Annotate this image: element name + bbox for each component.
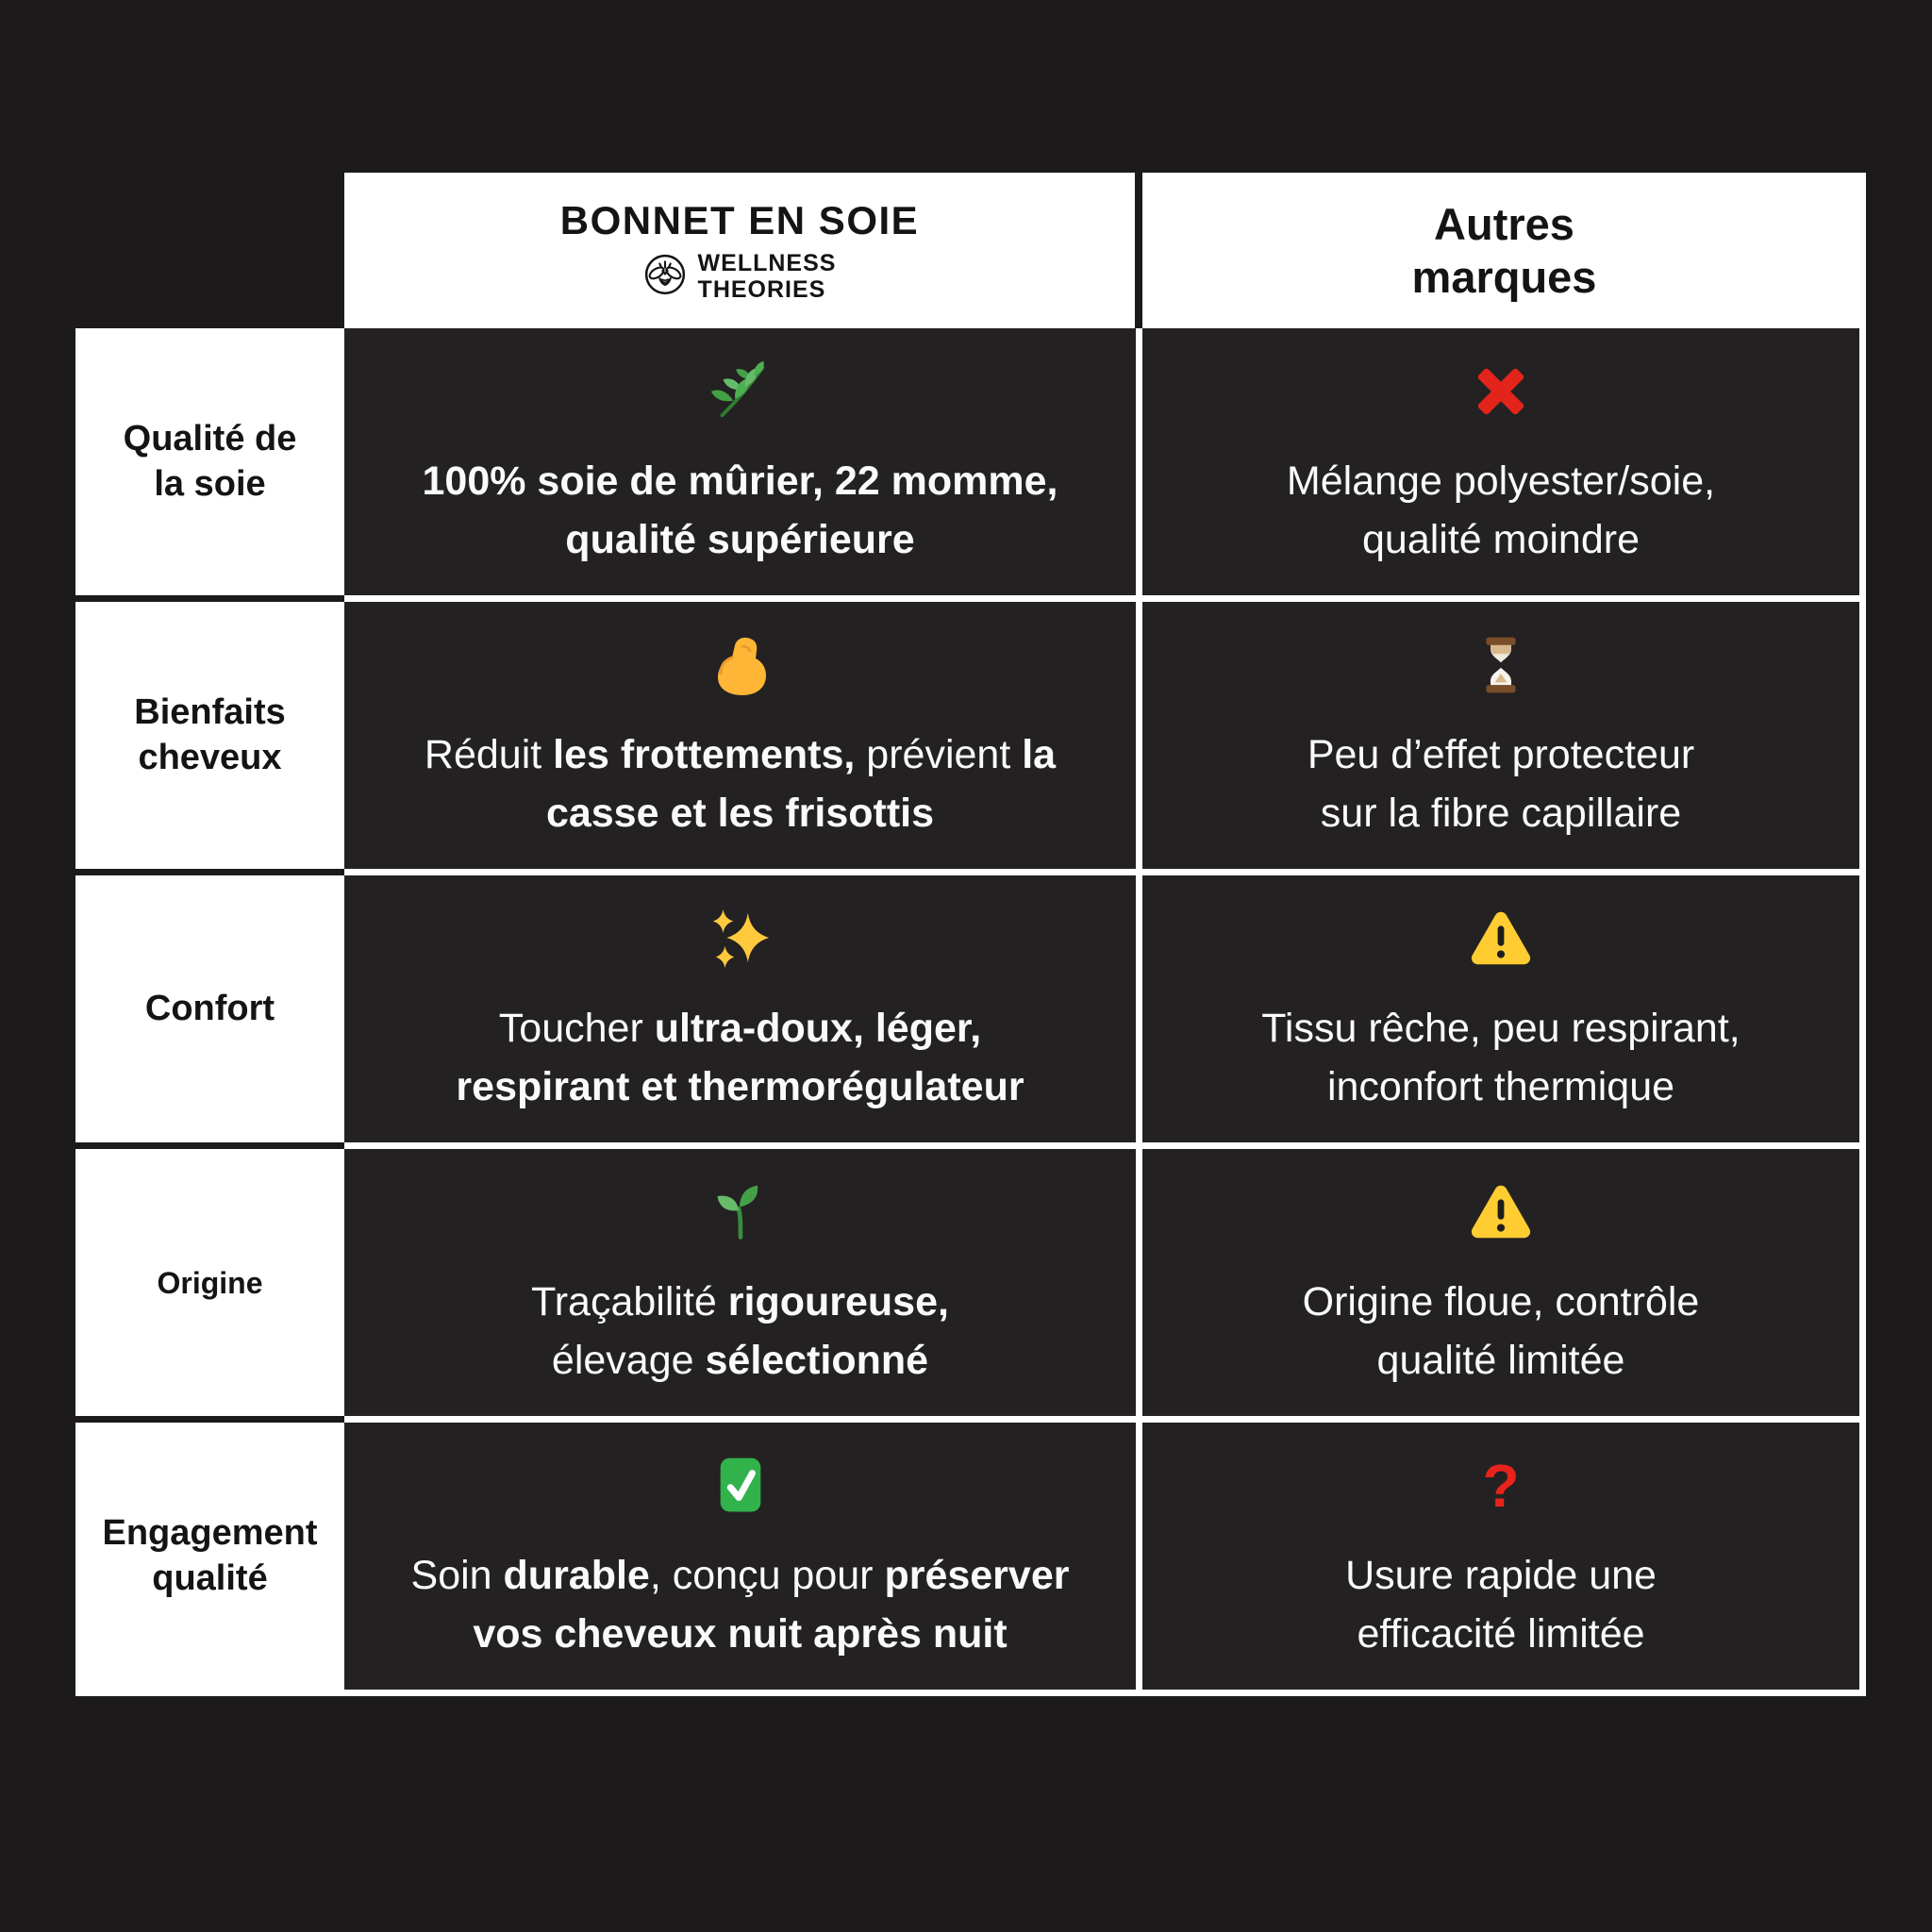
row-label-origine: Origine: [75, 1149, 344, 1423]
flexed-biceps-icon: [707, 628, 774, 702]
row-label-bienfaits-cheveux: Bienfaits cheveux: [75, 602, 344, 875]
cell-text: Soin durable, conçu pour préserver vos c…: [410, 1553, 1070, 1657]
brand-value-cell: Réduit les frottements, prévient la cass…: [344, 602, 1142, 875]
brand-wordmark: WELLNESS THEORIES: [697, 250, 837, 303]
red-question-glyph: ?: [1482, 1452, 1520, 1521]
cell-text: Mélange polyester/soie, qualité moindre: [1286, 458, 1716, 562]
other-value-cell: Tissu rêche, peu respirant, inconfort th…: [1142, 875, 1866, 1149]
cell-text: Toucher ultra-doux, léger, respirant et …: [456, 1006, 1024, 1109]
other-header-line1: Autres: [1434, 199, 1574, 250]
check-mark-icon: [710, 1449, 771, 1523]
other-header-cell: Autres marques: [1142, 173, 1866, 328]
comparison-table: BONNET EN SOIE WELLNESS THEORIES: [75, 173, 1866, 1696]
row-label-qualite-soie: Qualité de la soie: [75, 328, 344, 602]
cell-text: Peu d’effet protecteur sur la fibre capi…: [1307, 732, 1695, 836]
wordmark-line2: THEORIES: [697, 275, 826, 303]
sparkles-icon: [708, 902, 774, 975]
seedling-icon: [708, 1175, 773, 1249]
brand-value-cell: Soin durable, conçu pour préserver vos c…: [344, 1423, 1142, 1696]
other-header-line2: marques: [1411, 251, 1597, 302]
other-value-cell: Mélange polyester/soie, qualité moindre: [1142, 328, 1866, 602]
other-value-cell: Peu d’effet protecteur sur la fibre capi…: [1142, 602, 1866, 875]
brand-value-cell: Traçabilité rigoureuse, élevage sélectio…: [344, 1149, 1142, 1423]
row-label-confort: Confort: [75, 875, 344, 1149]
other-header-title: Autres marques: [1412, 198, 1597, 303]
cell-text: Tissu rêche, peu respirant, inconfort th…: [1261, 1006, 1740, 1109]
herb-icon: [708, 355, 774, 428]
brand-header-title: BONNET EN SOIE: [559, 198, 920, 242]
cross-mark-icon: [1470, 355, 1532, 428]
corner-spacer: [75, 173, 344, 328]
warning-icon: [1468, 1175, 1534, 1249]
cell-text: Traçabilité rigoureuse, élevage sélectio…: [531, 1279, 949, 1383]
hourglass-icon: [1470, 628, 1532, 702]
brand-value-cell: Toucher ultra-doux, léger, respirant et …: [344, 875, 1142, 1149]
cell-text: Usure rapide une efficacité limitée: [1345, 1553, 1657, 1657]
cell-text: Origine floue, contrôle qualité limitée: [1302, 1279, 1700, 1383]
wordmark-line1: WELLNESS: [697, 250, 837, 276]
row-label-engagement-qualite: Engagement qualité: [75, 1423, 344, 1696]
cell-text: Réduit les frottements, prévient la cass…: [424, 732, 1057, 836]
cell-text: 100% soie de mûrier, 22 momme, qualité s…: [422, 458, 1058, 562]
brand-logo: WELLNESS THEORIES: [643, 250, 837, 303]
bee-logo-icon: [643, 253, 687, 301]
other-value-cell: ? Usure rapide une efficacité limitée: [1142, 1423, 1866, 1696]
warning-icon: [1468, 902, 1534, 975]
other-value-cell: Origine floue, contrôle qualité limitée: [1142, 1149, 1866, 1423]
red-question-icon: ?: [1482, 1449, 1519, 1523]
brand-header-cell: BONNET EN SOIE WELLNESS THEORIES: [344, 173, 1142, 328]
brand-value-cell: 100% soie de mûrier, 22 momme, qualité s…: [344, 328, 1142, 602]
